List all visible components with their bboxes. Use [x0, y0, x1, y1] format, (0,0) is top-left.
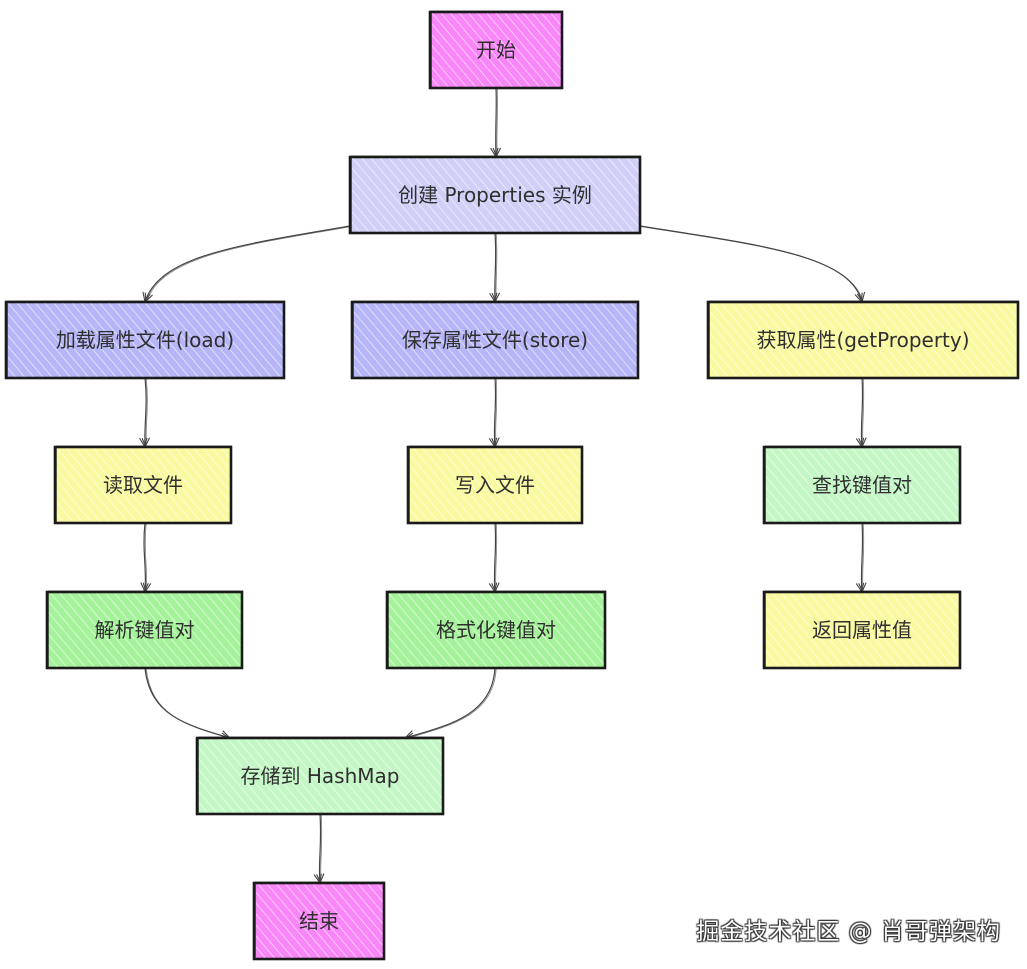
node-hatch-load: [6, 302, 284, 378]
node-write: 写入文件: [406, 445, 584, 525]
edge-format-hashmap: [403, 667, 496, 741]
edge-create-getprop: [639, 225, 866, 304]
node-hashmap: 存储到 HashMap: [195, 736, 445, 816]
node-ret: 返回属性值: [762, 590, 962, 670]
node-label-parse: 解析键值对: [95, 618, 195, 642]
edge-start-create: [490, 87, 502, 159]
node-hatch-end: [254, 883, 384, 959]
edge-sketch-create-getprop: [641, 226, 864, 303]
edge-sketch-format-hashmap: [406, 668, 497, 739]
edge-hashmap-end: [313, 813, 325, 885]
node-sketch-create: [351, 155, 641, 234]
node-sketch-load: [7, 300, 285, 379]
node-sketch-hashmap: [198, 736, 444, 815]
edge-create-load: [142, 225, 351, 304]
node-sketch-find: [765, 445, 961, 524]
node-label-write: 写入文件: [455, 473, 535, 497]
edge-write-format: [488, 522, 500, 594]
edge-load-read: [139, 377, 151, 449]
node-hatch-write: [408, 447, 582, 523]
node-load: 加载属性文件(load): [4, 300, 286, 380]
edge-read-parse: [140, 522, 152, 594]
node-label-hashmap: 存储到 HashMap: [241, 764, 400, 788]
node-find: 查找键值对: [762, 445, 962, 525]
node-hatch-read: [55, 447, 231, 523]
node-label-store: 保存属性文件(store): [402, 328, 588, 352]
node-hatch-store: [352, 302, 638, 378]
node-end: 结束: [252, 881, 386, 961]
node-create: 创建 Properties 实例: [348, 155, 642, 235]
edge-create-store: [489, 232, 501, 304]
node-hatch-start: [430, 12, 562, 88]
node-hatch-hashmap: [197, 738, 443, 814]
node-label-ret: 返回属性值: [812, 618, 912, 642]
edge-find-ret: [855, 522, 867, 594]
node-sketch-read: [56, 445, 232, 524]
node-sketch-ret: [765, 590, 961, 669]
edge-store-write: [488, 377, 500, 449]
node-format: 格式化键值对: [385, 590, 607, 670]
node-label-getprop: 获取属性(getProperty): [756, 328, 969, 352]
edge-sketch-start-create: [496, 88, 498, 158]
node-hatch-format: [387, 592, 605, 668]
node-store: 保存属性文件(store): [350, 300, 640, 380]
node-sketch-start: [431, 10, 563, 89]
node-start: 开始: [428, 10, 564, 90]
node-label-end: 结束: [299, 909, 339, 933]
node-hatch-find: [764, 447, 960, 523]
node-label-format: 格式化键值对: [436, 618, 556, 642]
node-hatch-parse: [47, 592, 242, 668]
node-sketch-parse: [48, 590, 243, 669]
edge-sketch-create-load: [145, 226, 352, 303]
node-hatch-getprop: [708, 302, 1018, 378]
edge-getprop-find: [855, 377, 867, 449]
node-hatch-create: [350, 157, 640, 233]
node-sketch-end: [255, 881, 385, 960]
node-hatch-ret: [764, 592, 960, 668]
node-parse: 解析键值对: [45, 590, 244, 670]
node-label-find: 查找键值对: [812, 473, 912, 497]
node-sketch-write: [409, 445, 583, 524]
watermark: 掘金技术社区 @ 肖哥弹架构: [696, 919, 1001, 945]
node-label-create: 创建 Properties 实例: [398, 183, 592, 207]
edge-sketch-create-store: [495, 233, 498, 303]
node-label-read: 读取文件: [103, 473, 183, 497]
edge-parse-hashmap: [144, 667, 232, 741]
node-getprop: 获取属性(getProperty): [706, 300, 1020, 380]
node-read: 读取文件: [53, 445, 233, 525]
edges: [139, 87, 867, 885]
node-sketch-format: [388, 590, 606, 669]
node-label-load: 加载属性文件(load): [56, 328, 234, 352]
node-sketch-store: [353, 300, 639, 379]
node-label-start: 开始: [476, 38, 516, 62]
node-sketch-getprop: [709, 300, 1019, 379]
